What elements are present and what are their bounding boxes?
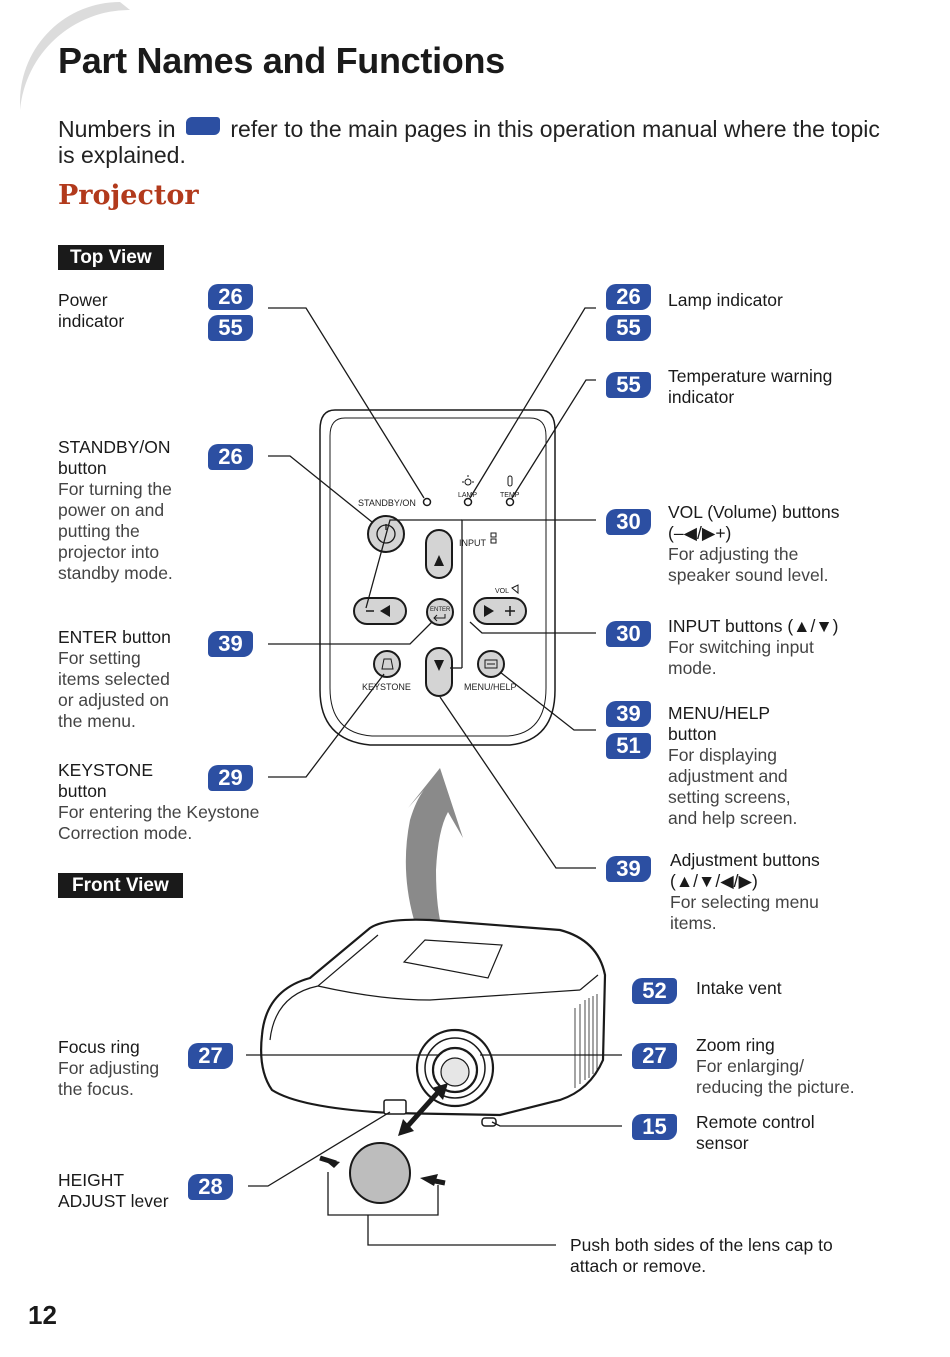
standby-panel-text: STANDBY/ON (358, 498, 416, 508)
keystone-button-label: KEYSTONE button (58, 760, 153, 801)
height-adjust-label: HEIGHT ADJUST lever (58, 1170, 169, 1211)
thermometer-icon (507, 475, 513, 487)
menu-help-desc: For displaying adjustment and setting sc… (668, 745, 798, 828)
section-heading: Projector (58, 180, 199, 211)
leader-lines-top (268, 307, 596, 869)
enter-panel-text: ENTER (430, 607, 451, 613)
page-badge: 55 (606, 372, 651, 398)
height-adjust-lever (383, 1099, 407, 1115)
page-badge: 39 (606, 701, 651, 727)
intro-before: Numbers in (58, 116, 176, 142)
intake-vent-label: Intake vent (696, 978, 782, 998)
enter-button-desc: For setting items selected or adjusted o… (58, 648, 170, 731)
standby-button-desc: For turning the power on and putting the… (58, 479, 173, 583)
page-badge: 30 (606, 509, 651, 535)
page-badge: 27 (188, 1043, 233, 1069)
adjustment-buttons-label: Adjustment buttons (▲/▼/◀/▶) (670, 850, 820, 891)
input-down-button[interactable] (425, 647, 453, 697)
menu-panel-text: MENU/HELP (464, 682, 517, 692)
menu-help-label: MENU/HELP button (668, 703, 771, 744)
lamp-indicator-light (463, 497, 473, 507)
zoom-ring-desc: For enlarging/ reducing the picture. (696, 1056, 855, 1097)
remote-sensor (481, 1117, 497, 1127)
lamp-indicator-label: Lamp indicator (668, 290, 783, 310)
temp-indicator-label: Temperature warning indicator (668, 366, 833, 407)
input-buttons-label: INPUT buttons (▲/▼) (668, 616, 839, 636)
vol-buttons-label: VOL (Volume) buttons (–◀/▶+) (668, 502, 840, 543)
lens (440, 1057, 470, 1087)
input-icon (490, 532, 497, 544)
page-badge-chip-icon (186, 117, 220, 135)
keystone-button-desc: For entering the Keystone Correction mod… (58, 802, 260, 843)
page-badge: 29 (208, 765, 253, 791)
vol-panel-text: VOL (495, 588, 509, 595)
keystone-panel-text: KEYSTONE (362, 682, 411, 692)
page-badge: 55 (606, 315, 651, 341)
page-number: 12 (28, 1300, 57, 1330)
page-badge: 55 (208, 315, 253, 341)
page-badge: 52 (632, 978, 677, 1004)
adjustment-buttons-desc: For selecting menu items. (670, 892, 819, 933)
page-badge: 27 (632, 1043, 677, 1069)
lamp-icon (462, 475, 474, 486)
enter-button[interactable] (426, 598, 454, 626)
page-badge: 51 (606, 733, 651, 759)
page-badge: 15 (632, 1114, 677, 1140)
projector-body (260, 918, 607, 1127)
menu-help-button[interactable] (477, 650, 505, 678)
page-title: Part Names and Functions (58, 40, 505, 81)
direction-arrow (405, 768, 463, 920)
input-up-button[interactable] (425, 529, 453, 579)
page-badge: 28 (188, 1174, 233, 1200)
page-badge: 26 (606, 284, 651, 310)
page-badge: 39 (606, 856, 651, 882)
temp-panel-text: TEMP (500, 492, 520, 499)
zoom-ring-label: Zoom ring (696, 1035, 775, 1055)
top-view-tag: Top View (58, 245, 164, 270)
input-buttons-desc: For switching input mode. (668, 637, 814, 678)
focus-ring-label: Focus ring (58, 1037, 140, 1057)
intro-text: Numbers in refer to the main pages in th… (58, 116, 898, 168)
leader-lines-front (246, 1054, 622, 1246)
keystone-button[interactable] (373, 650, 401, 678)
intro-after: refer to the main pages in this operatio… (58, 116, 880, 168)
vol-plus-button[interactable] (473, 597, 527, 625)
power-indicator-label: Power indicator (58, 290, 125, 331)
remote-sensor-label: Remote control sensor (696, 1112, 815, 1153)
speaker-icon (511, 584, 519, 595)
enter-button-label: ENTER button (58, 627, 171, 647)
lens-cap-note: Push both sides of the lens cap to attac… (570, 1235, 833, 1276)
corner-decoration (20, 2, 130, 110)
focus-ring-desc: For adjusting the focus. (58, 1058, 160, 1099)
page-badge: 26 (208, 444, 253, 470)
vol-buttons-desc: For adjusting the speaker sound level. (668, 544, 829, 585)
vol-minus-button[interactable] (353, 597, 407, 625)
input-panel-text: INPUT (459, 538, 487, 548)
control-panel (319, 409, 556, 746)
temp-indicator-light (505, 497, 515, 507)
page-badge: 26 (208, 284, 253, 310)
page-badge: 30 (606, 621, 651, 647)
lamp-panel-text: LAMP (458, 492, 477, 499)
standby-button-label: STANDBY/ON button (58, 437, 171, 478)
page-badge: 39 (208, 631, 253, 657)
power-indicator-light (422, 497, 432, 507)
lens-cap (319, 1083, 448, 1204)
intake-vent-grille (574, 994, 598, 1088)
front-view-tag: Front View (58, 873, 183, 898)
